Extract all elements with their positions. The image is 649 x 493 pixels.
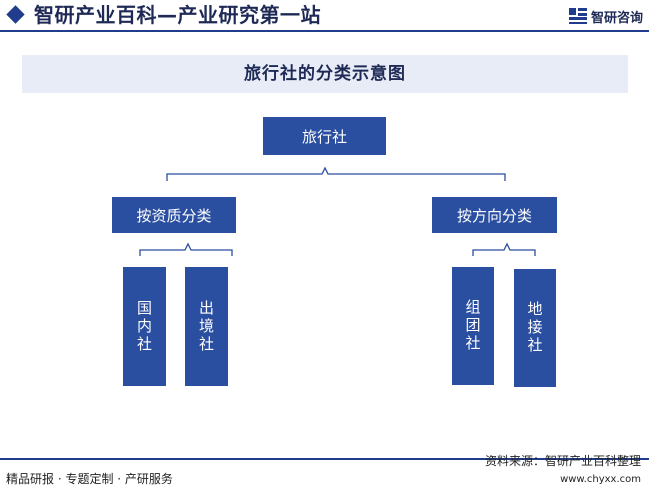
- leaf-node-domestic: 国内社: [123, 267, 166, 386]
- page-header: 智研产业百科—产业研究第一站 智研咨询: [0, 0, 649, 32]
- header-rule: [0, 30, 649, 32]
- leaf-node-outbound: 出境社: [185, 267, 228, 386]
- footer-services: 精品研报 · 专题定制 · 产研服务: [6, 472, 173, 486]
- right-branch-brace: [472, 242, 536, 256]
- brand-name: 智研咨询: [590, 10, 643, 26]
- zhiyan-logo-icon: [568, 8, 587, 24]
- data-source: 资料来源：智研产业百科整理: [484, 454, 641, 468]
- page-footer: 精品研报 · 专题定制 · 产研服务 资料来源：智研产业百科整理 www.chy…: [0, 454, 649, 493]
- diagram-title: 旅行社的分类示意图: [22, 55, 628, 93]
- leaf-node-tour-organizer: 组团社: [452, 267, 494, 385]
- footer-rule: [0, 458, 649, 460]
- root-brace: [166, 166, 506, 181]
- leaf-node-ground-operator: 地接社: [514, 269, 556, 387]
- branch-node-qualification: 按资质分类: [112, 197, 236, 233]
- page-title: 智研产业百科—产业研究第一站: [34, 3, 321, 27]
- left-branch-brace: [139, 242, 233, 256]
- root-node: 旅行社: [263, 117, 386, 155]
- branch-node-direction: 按方向分类: [432, 197, 557, 233]
- brand: 智研咨询: [568, 6, 643, 26]
- site-url[interactable]: www.chyxx.com: [560, 474, 641, 485]
